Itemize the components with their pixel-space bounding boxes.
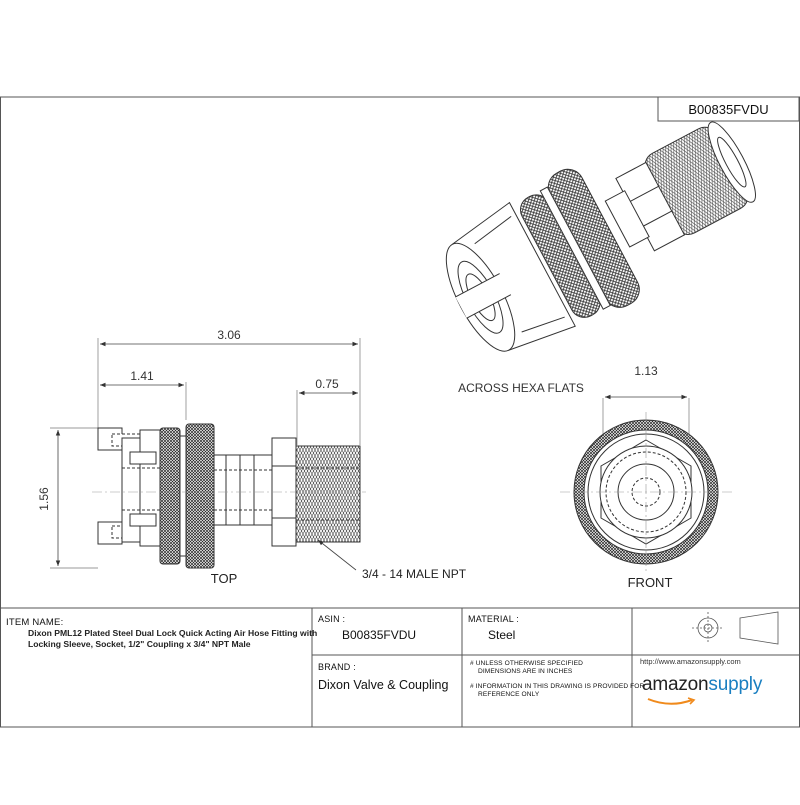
- note-reference-line1: # INFORMATION IN THIS DRAWING IS PROVIDE…: [470, 683, 645, 690]
- top-view: [50, 338, 366, 571]
- dim-hex-flats-note: ACROSS HEXA FLATS: [458, 381, 584, 395]
- note-units-line1: # UNLESS OTHERWISE SPECIFIED: [470, 660, 583, 667]
- item-name-label: ITEM NAME:: [6, 617, 64, 628]
- logo-amazon-text: amazon: [642, 674, 709, 695]
- brand-value: Dixon Valve & Coupling: [318, 678, 449, 692]
- front-view: [560, 394, 732, 572]
- logo-supply-text: supply: [708, 674, 763, 695]
- brand-label: BRAND :: [318, 662, 356, 672]
- note-reference-line2: REFERENCE ONLY: [478, 691, 540, 698]
- title-block-grid: [0, 607, 800, 727]
- asin-header-box: [657, 96, 800, 122]
- item-name-value: Dixon PML12 Plated Steel Dual Lock Quick…: [28, 628, 318, 650]
- amazonsupply-logo: amazonsupply: [642, 674, 762, 696]
- item-name-line2: Locking Sleeve, Socket, 1/2" Coupling x …: [28, 639, 251, 649]
- view-label-front: FRONT: [628, 575, 673, 590]
- amazon-smile-icon: [647, 697, 696, 705]
- note-units-line2: DIMENSIONS ARE IN INCHES: [478, 668, 573, 675]
- view-label-top: TOP: [211, 571, 238, 586]
- isometric-view: [445, 121, 756, 352]
- dim-hex-flats: 1.13: [634, 364, 658, 378]
- asin-header-text: B00835FVDU: [688, 102, 768, 117]
- asin-value: B00835FVDU: [342, 628, 417, 642]
- dim-overall-length: 3.06: [217, 328, 241, 342]
- note-reference: # INFORMATION IN THIS DRAWING IS PROVIDE…: [470, 683, 644, 699]
- note-units: # UNLESS OTHERWISE SPECIFIED DIMENSIONS …: [470, 660, 583, 676]
- dim-thread-length: 0.75: [315, 377, 339, 391]
- projection-symbol: [692, 611, 779, 645]
- material-label: MATERIAL :: [468, 614, 520, 624]
- thread-callout: 3/4 - 14 MALE NPT: [362, 567, 467, 581]
- dim-coupling-length: 1.41: [130, 369, 154, 383]
- dim-height: 1.56: [37, 487, 51, 511]
- asin-label: ASIN :: [318, 614, 346, 624]
- amazonsupply-url[interactable]: http://www.amazonsupply.com: [640, 657, 741, 666]
- item-name-line1: Dixon PML12 Plated Steel Dual Lock Quick…: [28, 628, 318, 638]
- material-value: Steel: [488, 628, 516, 642]
